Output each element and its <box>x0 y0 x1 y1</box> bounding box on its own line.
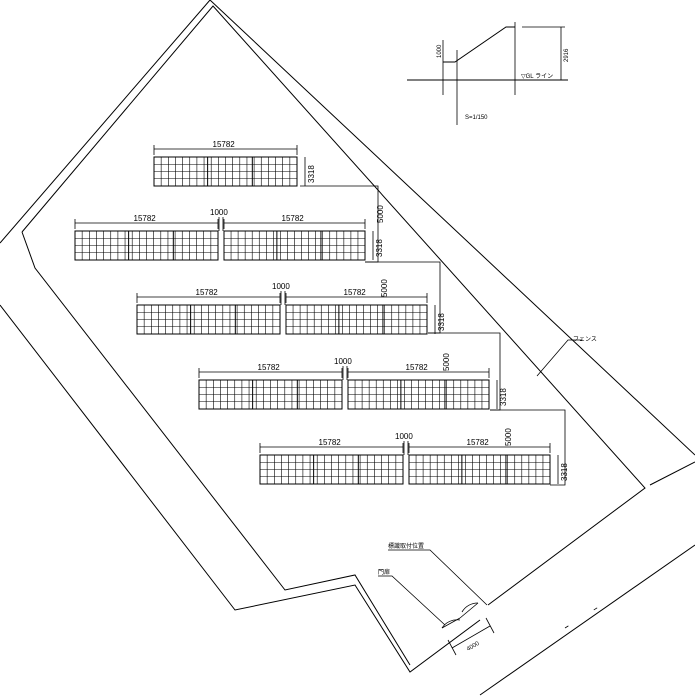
ground-line-label: ▽GL ライン <box>521 73 553 80</box>
gate-leaf-right <box>459 602 479 619</box>
width-dimension-label: 15782 <box>319 438 342 447</box>
panel-arrays: 15782 3318 5000 15782 15782 1000 3318 5000 15782… <box>74 140 569 485</box>
depth-dimension-label: 3318 <box>307 165 316 183</box>
gate-dim-tick-2 <box>485 617 495 634</box>
row-pitch-label: 5000 <box>376 205 385 223</box>
section-sketch: 1000 2916 ▽GL ライン S=1/150 <box>407 22 570 125</box>
row-step-4 <box>490 409 566 486</box>
panel-array-row-5-left <box>259 443 404 485</box>
panel-array-row-2-left <box>74 219 219 261</box>
annotations: フェンス 標識取付位置 門扉 4000 <box>378 336 597 656</box>
width-dimension-label: 15782 <box>213 140 236 149</box>
panel-array-row-3-right <box>285 293 428 335</box>
panel-array-row-4-left <box>198 368 343 410</box>
panel-array-row-4-right <box>347 368 490 410</box>
fence-label: フェンス <box>573 336 597 343</box>
panel-array-row-1-left <box>153 145 298 187</box>
width-dimension-label: 15782 <box>344 288 367 297</box>
width-dimension-label: 15782 <box>467 438 490 447</box>
depth-dimension-label: 3318 <box>560 463 569 481</box>
height-top-label: 2916 <box>564 48 570 62</box>
width-dimension-label: 15782 <box>282 214 305 223</box>
depth-dimension-label: 3318 <box>437 313 446 331</box>
panel-array-row-2-right <box>223 219 366 261</box>
gate-leader <box>378 575 446 626</box>
panel-slope <box>443 26 515 63</box>
row-pitch-label: 5000 <box>442 353 451 371</box>
height-front-label: 1000 <box>437 44 443 58</box>
width-dimension-label: 15782 <box>134 214 157 223</box>
panel-array-row-3-left <box>136 293 281 335</box>
row-step-1 <box>300 185 379 263</box>
gate-swing-right <box>461 602 479 613</box>
width-dimension-label: 15782 <box>196 288 219 297</box>
row-pitch-label: 5000 <box>504 428 513 446</box>
signboard-leader <box>388 549 488 606</box>
gap-dimension-label: 1000 <box>210 208 228 217</box>
depth-dimension-label: 3318 <box>375 239 384 257</box>
gate-label: 門扉 <box>378 568 390 576</box>
row-step-2 <box>365 261 441 334</box>
outer-property-line-lower <box>0 304 481 673</box>
gap-dimension-label: 1000 <box>395 432 413 441</box>
scale-label: S=1/150 <box>465 115 488 121</box>
fence-leader <box>536 339 582 377</box>
gate-dim-line <box>451 625 491 649</box>
row-pitch-label: 5000 <box>380 279 389 297</box>
road-mark <box>564 605 601 629</box>
gap-dimension-label: 1000 <box>334 357 352 366</box>
fence-line-lower <box>21 231 411 666</box>
width-dimension-label: 15782 <box>258 363 281 372</box>
gap-dimension-label: 1000 <box>272 282 290 291</box>
gate-swing-left <box>441 619 461 629</box>
depth-dimension-label: 3318 <box>499 388 508 406</box>
gate-width-label: 4000 <box>466 641 481 653</box>
road-edge <box>479 544 695 696</box>
row-pitch-dimensions <box>300 185 566 486</box>
panel-array-row-5-right <box>408 443 551 485</box>
outer-property-line <box>0 0 695 456</box>
signboard-label: 標識取付位置 <box>388 542 424 550</box>
road-edge-2 <box>649 461 695 486</box>
gate-dim-tick-1 <box>447 639 457 656</box>
width-dimension-label: 15782 <box>406 363 429 372</box>
fence-line <box>21 5 646 606</box>
